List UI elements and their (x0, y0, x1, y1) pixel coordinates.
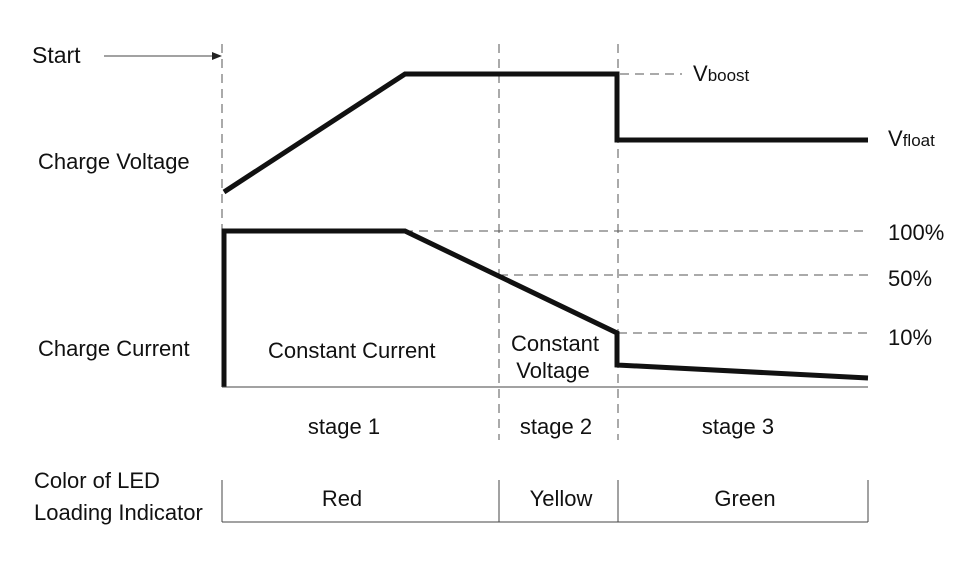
level-100-label: 100% (888, 220, 944, 245)
v-boost-label: Vboost (693, 61, 750, 86)
led-color-green: Green (714, 486, 775, 511)
charge-current-curve (221, 228, 869, 387)
level-50-label: 50% (888, 266, 932, 291)
charge-current-label: Charge Current (38, 336, 190, 361)
v-float-label: Vfloat (888, 126, 935, 151)
stage-2-label: stage 2 (520, 414, 592, 439)
led-row-label-line2: Loading Indicator (34, 500, 203, 525)
led-row-label-line1: Color of LED (34, 468, 160, 493)
constant-voltage-label-line2: Voltage (516, 358, 589, 383)
charge-voltage-label: Charge Voltage (38, 149, 190, 174)
constant-voltage-label-line1: Constant (511, 331, 599, 356)
constant-current-label: Constant Current (268, 338, 436, 363)
start-arrow-icon (104, 52, 222, 60)
stage-3-label: stage 3 (702, 414, 774, 439)
led-color-red: Red (322, 486, 362, 511)
stage-1-label: stage 1 (308, 414, 380, 439)
led-color-yellow: Yellow (530, 486, 593, 511)
charge-voltage-curve (222, 71, 868, 195)
level-10-label: 10% (888, 325, 932, 350)
start-label: Start (32, 42, 81, 68)
led-table-frame (221, 480, 869, 523)
